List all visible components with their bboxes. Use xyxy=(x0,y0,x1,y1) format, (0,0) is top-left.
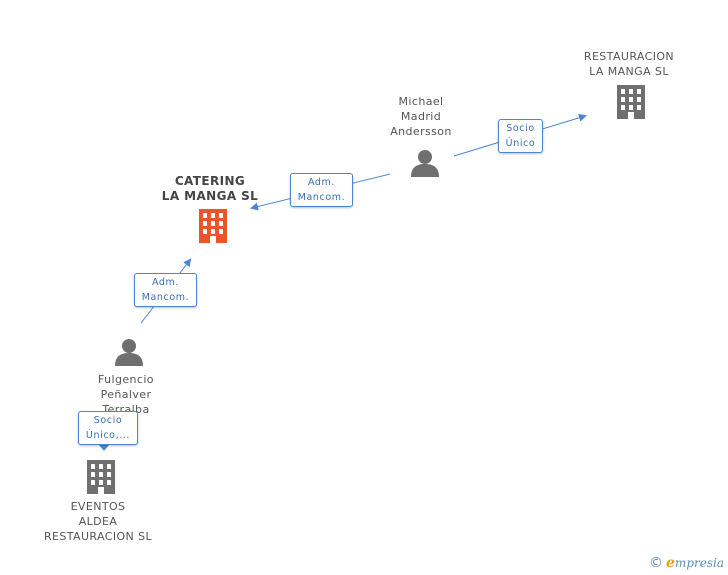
edge-fulgencio-eventos-arrow xyxy=(99,445,109,451)
node-label-catering[interactable]: CATERING LA MANGA SL xyxy=(161,174,259,203)
relation-box-socio-unico[interactable]: Socio Único xyxy=(498,119,543,153)
node-label-restauracion[interactable]: RESTAURACION LA MANGA SL xyxy=(583,50,675,78)
copyright-icon: © xyxy=(649,555,664,571)
relation-box-socio-unico[interactable]: Socio Único,... xyxy=(78,411,138,445)
node-label-eventos[interactable]: EVENTOS ALDEA RESTAURACION SL xyxy=(44,500,152,543)
building-icon[interactable] xyxy=(615,85,647,119)
building-icon[interactable] xyxy=(197,209,229,243)
person-icon[interactable] xyxy=(410,149,440,177)
brand-logo: empresia xyxy=(666,555,724,571)
relation-box-adm-mancom[interactable]: Adm. Mancom. xyxy=(290,173,353,207)
person-icon[interactable] xyxy=(114,338,144,366)
relation-box-adm-mancom[interactable]: Adm. Mancom. xyxy=(134,273,197,307)
node-label-michael[interactable]: Michael Madrid Andersson xyxy=(390,95,452,138)
building-icon[interactable] xyxy=(85,460,117,494)
brand-footer[interactable]: © empresia xyxy=(649,555,724,571)
